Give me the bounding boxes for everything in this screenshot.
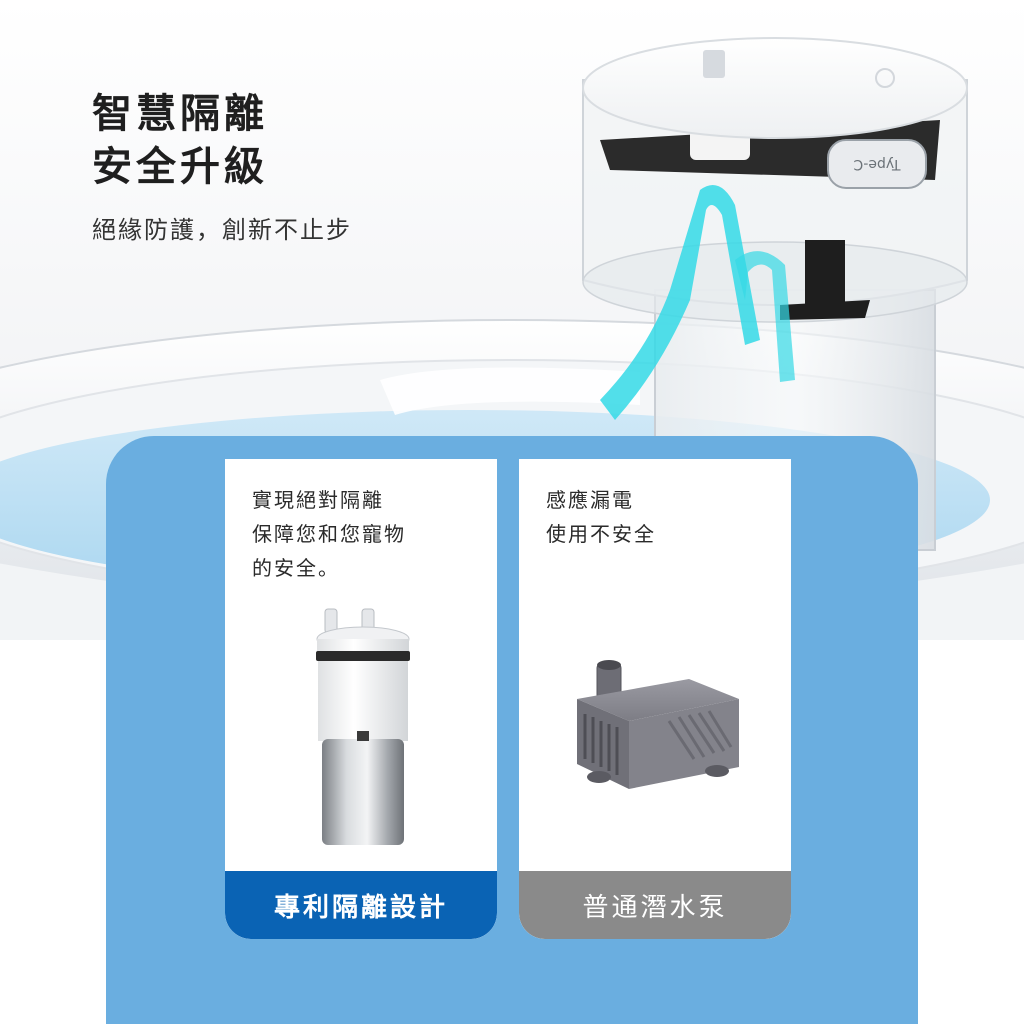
subheadline: 絕緣防護，創新不止步 [92, 216, 352, 244]
card-ordinary-pump: 感應漏電 使用不安全 [519, 459, 791, 939]
headline-line-1: 智慧隔離 [92, 91, 268, 137]
type-c-port [827, 139, 927, 189]
card-isolated-line-1: 實現絕對隔離 [252, 488, 384, 512]
isolated-pump-icon [316, 608, 410, 845]
card-isolated-line-2: 保障您和您寵物 [252, 522, 406, 546]
card-ordinary-line-1: 感應漏電 [546, 488, 634, 512]
card-isolated-design: 實現絕對隔離 保障您和您寵物 的安全。 專利隔離設計 [225, 459, 497, 939]
card-isolated-line-3: 的安全。 [252, 556, 340, 580]
submersible-pump-icon [577, 660, 739, 789]
headline: 智慧隔離 安全升級 [92, 88, 268, 194]
card-ordinary-line-2: 使用不安全 [546, 522, 656, 546]
card-isolated-description: 實現絕對隔離 保障您和您寵物 的安全。 [252, 483, 406, 585]
type-c-label: Type-C [853, 156, 901, 172]
headline-line-2: 安全升級 [92, 144, 268, 190]
water-flow [600, 185, 760, 420]
card-isolated-footer: 專利隔離設計 [225, 871, 497, 939]
card-ordinary-footer: 普通潛水泵 [519, 871, 791, 939]
cap-top [582, 37, 968, 139]
card-ordinary-description: 感應漏電 使用不安全 [546, 483, 656, 551]
